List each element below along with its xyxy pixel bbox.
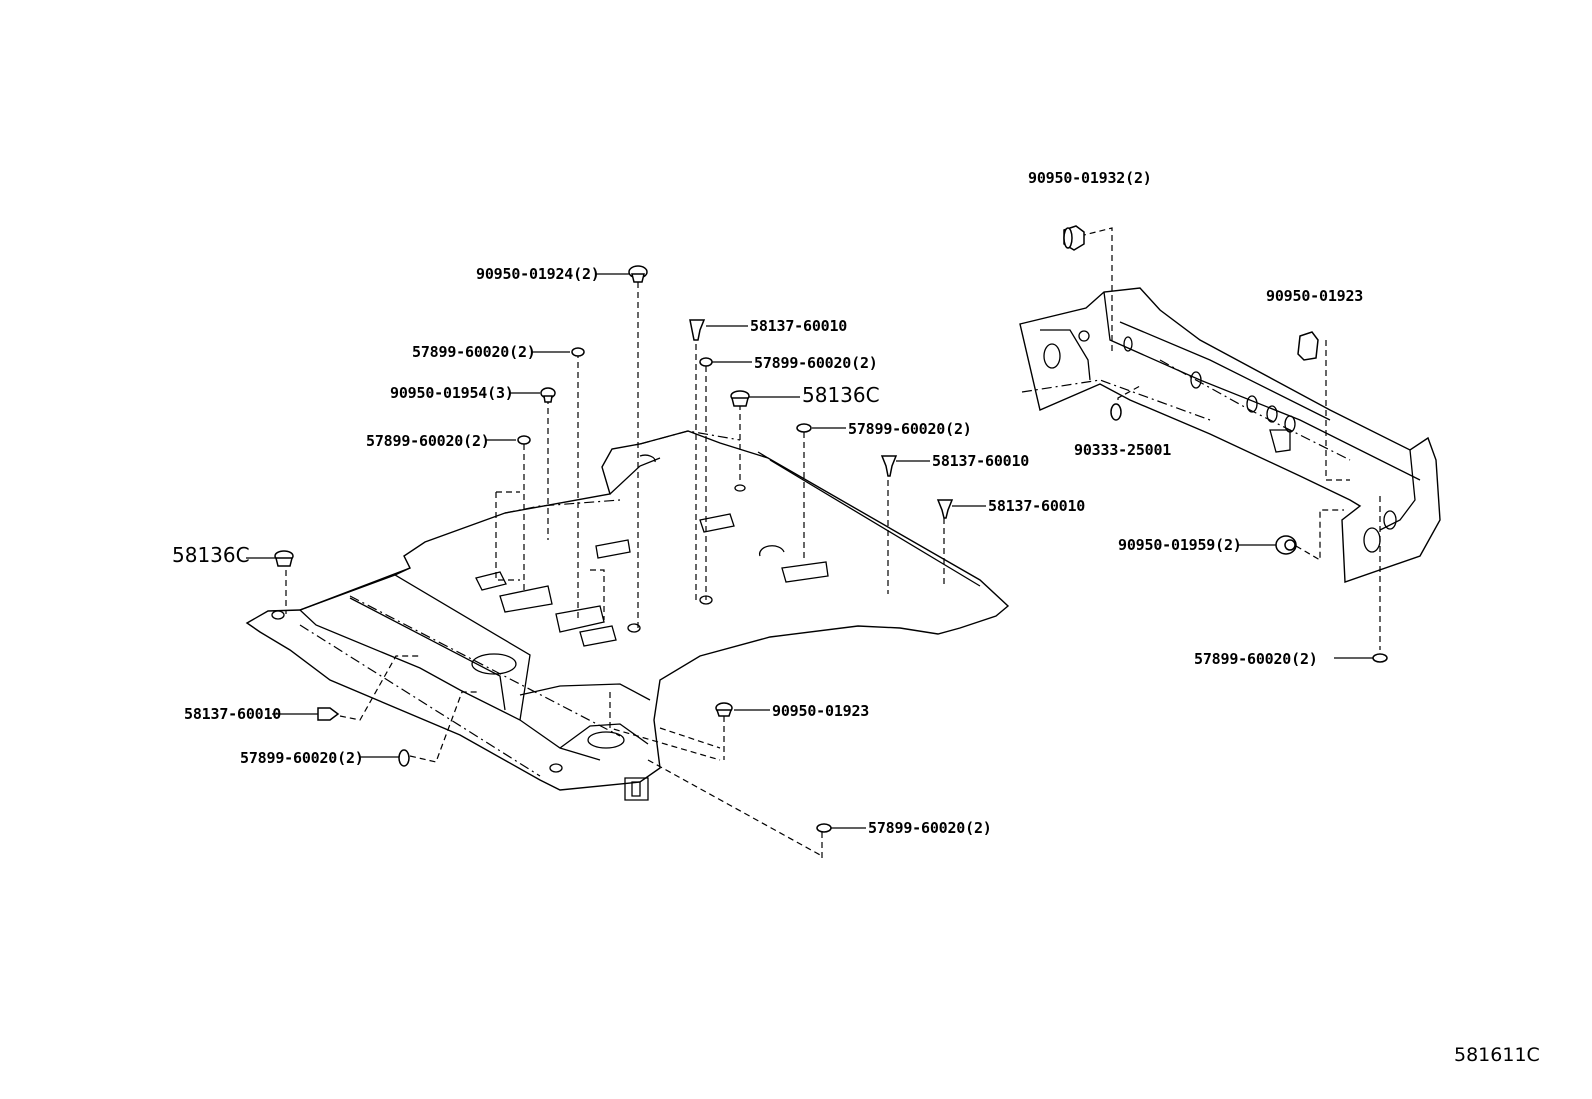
callout-57899-60020-d: 57899-60020(2) — [848, 420, 972, 438]
callout-57899-60020-rear: 57899-60020(2) — [1194, 650, 1318, 668]
callout-58137-60010-top: 58137-60010 — [750, 317, 848, 335]
callout-57899-60020-front: 57899-60020(2) — [240, 749, 364, 767]
callout-90950-01959: 90950-01959(2) — [1118, 536, 1242, 554]
assembly-lines — [285, 227, 1381, 860]
callout-58136C-upper: 58136C — [802, 383, 880, 407]
callout-58137-60010-front: 58137-60010 — [184, 705, 282, 723]
callout-90950-01923-rear: 90950-01923 — [1266, 287, 1364, 305]
callout-57899-60020-b: 57899-60020(2) — [754, 354, 878, 372]
figure-code: 581611C — [1454, 1044, 1540, 1066]
callout-58137-60010-mid: 58137-60010 — [932, 452, 1030, 470]
callout-90950-01932: 90950-01932(2) — [1028, 169, 1152, 187]
callout-57899-60020-c: 57899-60020(2) — [366, 432, 490, 450]
callout-90950-01924: 90950-01924(2) — [476, 265, 600, 283]
callout-90950-01954: 90950-01954(3) — [390, 384, 514, 402]
callout-58137-60010-right: 58137-60010 — [988, 497, 1086, 515]
callout-58136C-left: 58136C — [172, 543, 250, 567]
floor-panel — [245, 430, 1010, 801]
fasteners — [274, 225, 1388, 833]
leader-lines — [246, 273, 1374, 829]
rear-panel — [1019, 287, 1441, 583]
callout-90333-25001: 90333-25001 — [1074, 441, 1172, 459]
callout-57899-60020-a: 57899-60020(2) — [412, 343, 536, 361]
callout-90950-01923-floor: 90950-01923 — [772, 702, 870, 720]
callout-57899-60020-bottom: 57899-60020(2) — [868, 819, 992, 837]
